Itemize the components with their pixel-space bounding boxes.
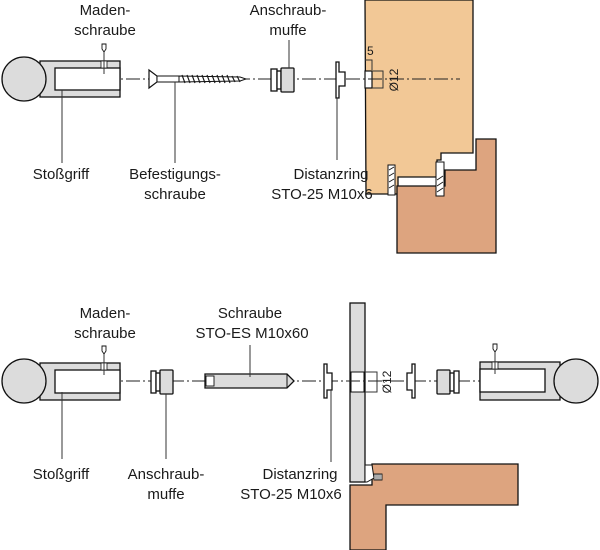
label-stossgriff: Stoßgriff	[33, 166, 90, 183]
label-distanzring-bottom: Distanzring	[262, 466, 337, 483]
diameter-dimension-bottom: Ø12	[380, 370, 394, 393]
push-handle	[1, 56, 121, 102]
label-anschraubmuffe: Anschraub-	[250, 2, 327, 19]
glass-door-frame	[349, 463, 519, 550]
screw-on-sleeve-left	[150, 369, 174, 395]
spacer-ring-left	[323, 363, 333, 399]
label-anschraubmuffe-bottom-2: muffe	[147, 486, 184, 503]
fixing-screw	[148, 68, 248, 90]
label-distanzring-bottom-2: STO-25 M10x6	[240, 486, 341, 503]
spacer-ring	[335, 61, 346, 99]
threaded-screw	[204, 373, 295, 389]
glass-pane	[349, 302, 378, 483]
label-schraube-2: STO-ES M10x60	[195, 325, 308, 342]
top-assembly: 5 Ø12	[1, 0, 497, 254]
label-madenschraube-bottom: Maden-	[80, 305, 131, 322]
label-schraube: Schraube	[218, 305, 282, 322]
diameter-dimension: Ø12	[387, 68, 401, 91]
label-anschraubmuffe-bottom: Anschraub-	[128, 466, 205, 483]
door-leaf	[364, 0, 474, 195]
label-distanzring: Distanzring	[293, 166, 368, 183]
spacer-ring-right	[406, 363, 416, 399]
push-handle-right	[479, 358, 599, 404]
door-seal	[387, 161, 445, 197]
label-madenschraube: Maden-	[80, 2, 131, 19]
label-distanzring-2: STO-25 M10x6	[271, 186, 372, 203]
depth-dimension: 5	[367, 44, 374, 58]
label-madenschraube-bottom-2: schraube	[74, 325, 136, 342]
screw-on-sleeve	[270, 67, 295, 93]
label-befestigungsschraube: Befestigungs-	[129, 166, 221, 183]
push-handle-left	[1, 358, 121, 404]
screw-on-sleeve-right	[436, 369, 460, 395]
grub-screw-left	[101, 345, 107, 375]
label-befestigungsschraube-2: schraube	[144, 186, 206, 203]
label-anschraubmuffe-2: muffe	[269, 22, 306, 39]
bottom-assembly: Ø12	[1, 302, 599, 550]
glass-clamp	[364, 464, 383, 483]
door-frame	[396, 138, 497, 254]
grub-screw-right	[492, 343, 498, 374]
grub-screw	[101, 43, 107, 74]
label-madenschraube-2: schraube	[74, 22, 136, 39]
label-stossgriff-bottom: Stoßgriff	[33, 466, 90, 483]
